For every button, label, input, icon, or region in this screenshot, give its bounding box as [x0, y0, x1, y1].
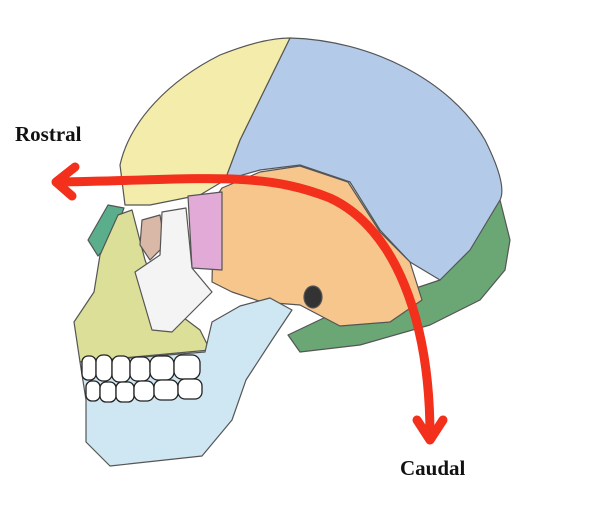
- ear-canal: [303, 285, 323, 309]
- zygomatic-bone: [134, 207, 213, 333]
- caudal-label: Caudal: [400, 456, 466, 480]
- lacrimal-bone: [139, 214, 166, 261]
- sphenoid-bone: [187, 191, 223, 271]
- rostral-label: Rostral: [15, 122, 82, 146]
- teeth: [81, 354, 203, 403]
- temporal-bone: [211, 165, 423, 327]
- direction-arrow: [51, 162, 448, 445]
- parietal-bone: [224, 37, 503, 281]
- rostral-arrowhead: [51, 162, 80, 201]
- caudal-arrowhead: [412, 415, 448, 445]
- frontal-bone: [119, 37, 291, 206]
